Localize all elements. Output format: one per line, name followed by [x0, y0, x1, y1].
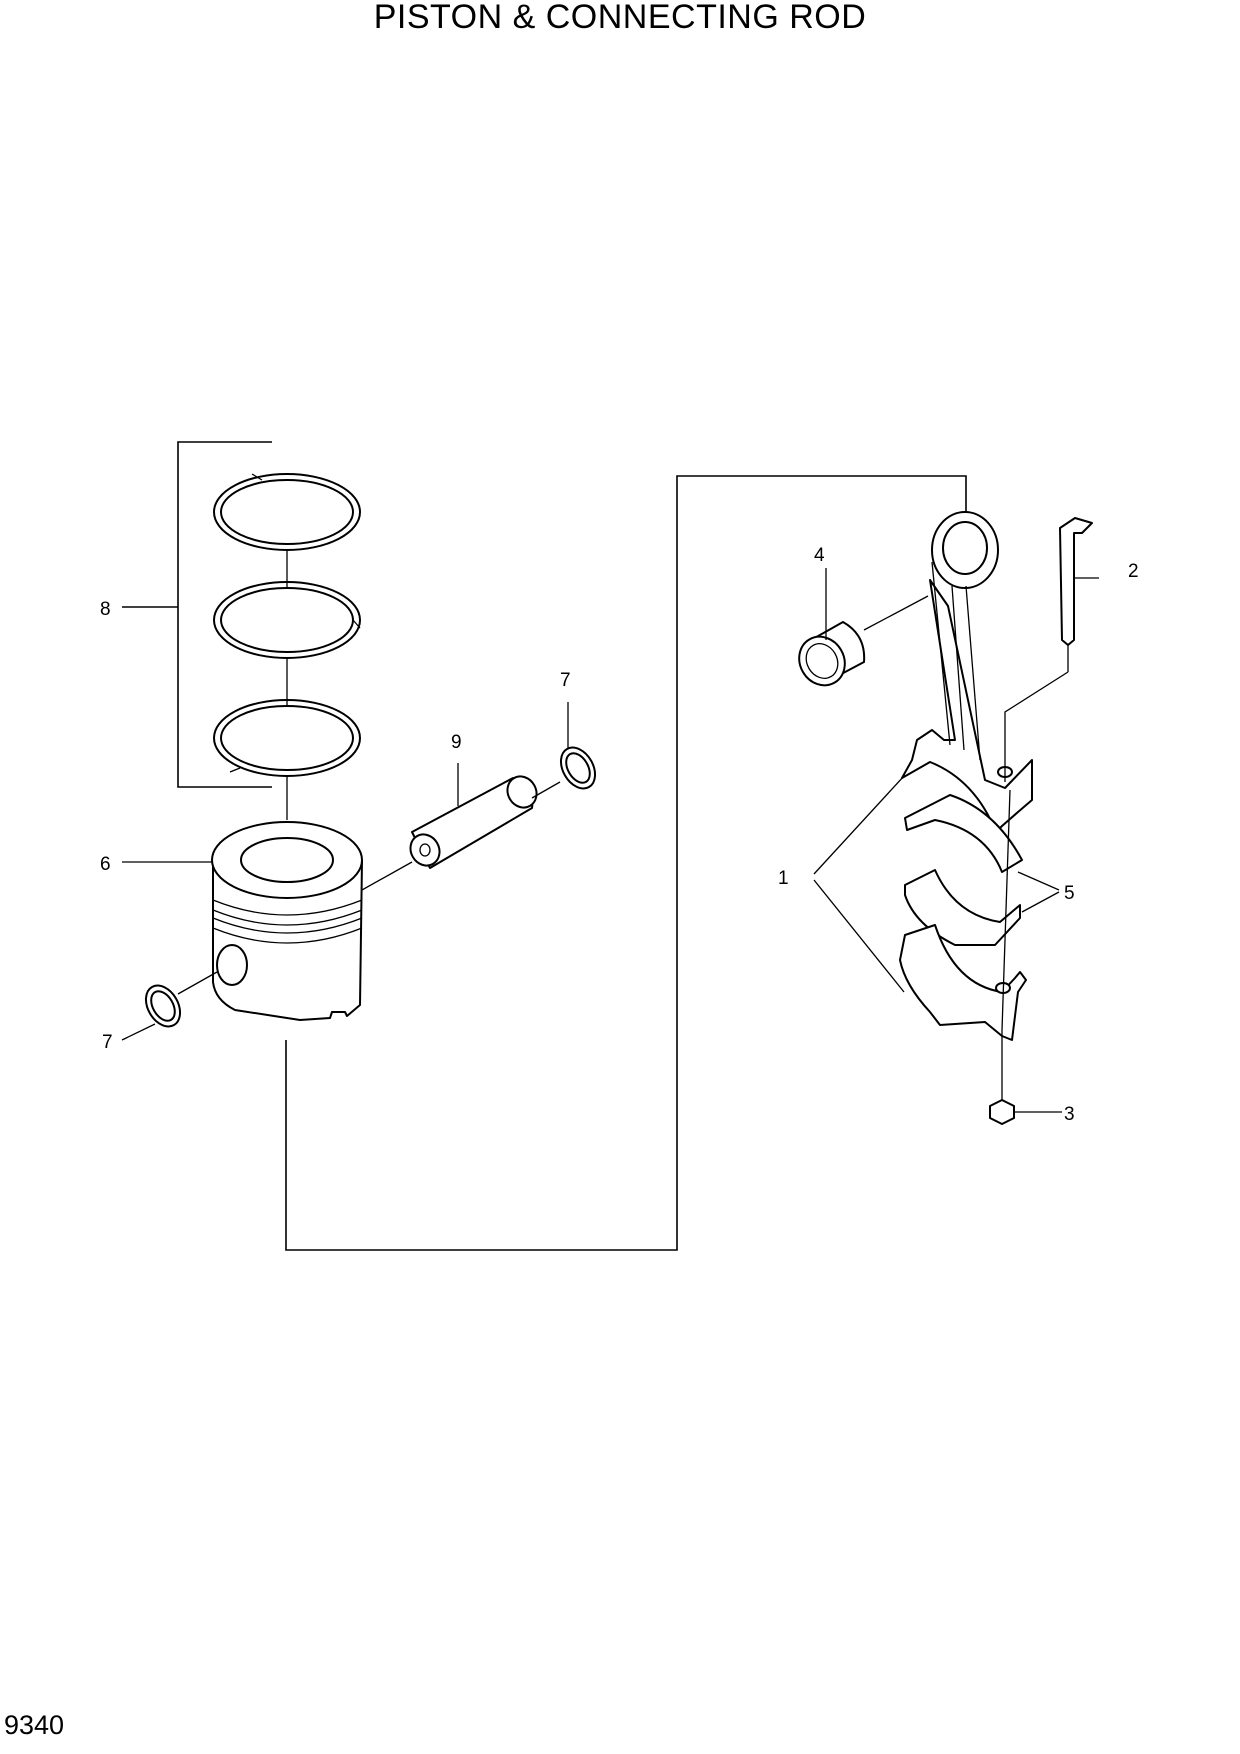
piston-ring-3 [213, 699, 361, 777]
callout-3: 3 [1064, 1104, 1075, 1125]
callout-9: 9 [451, 732, 462, 753]
bearing-shell-upper [904, 794, 1023, 873]
callout-2: 2 [1128, 561, 1139, 582]
callout-6: 6 [100, 854, 111, 875]
page-title: PISTON & CONNECTING ROD [373, 0, 867, 36]
assembly-connector-line [285, 475, 967, 1251]
snap-ring-left [121, 971, 218, 1041]
leader-lines [813, 775, 1060, 1031]
callout-1: 1 [778, 868, 789, 889]
small-end-bushing [798, 568, 929, 687]
callout-4: 4 [814, 545, 825, 566]
ring-set-bracket [122, 441, 272, 788]
callout-8: 8 [100, 599, 111, 620]
piston-pin [361, 763, 561, 891]
piston-ring-1 [213, 473, 361, 551]
callout-7-right: 7 [560, 670, 571, 691]
snap-ring-right [559, 702, 597, 790]
rod-bolt [1004, 517, 1099, 782]
page-code: 9340 [4, 1710, 65, 1740]
connecting-rod-cap [899, 924, 1027, 1041]
connecting-rod [901, 511, 1033, 833]
piston [122, 821, 363, 1021]
rod-nut [989, 1030, 1062, 1125]
callout-7-left: 7 [102, 1032, 113, 1053]
callout-5: 5 [1064, 883, 1075, 904]
piston-ring-2 [213, 581, 361, 659]
